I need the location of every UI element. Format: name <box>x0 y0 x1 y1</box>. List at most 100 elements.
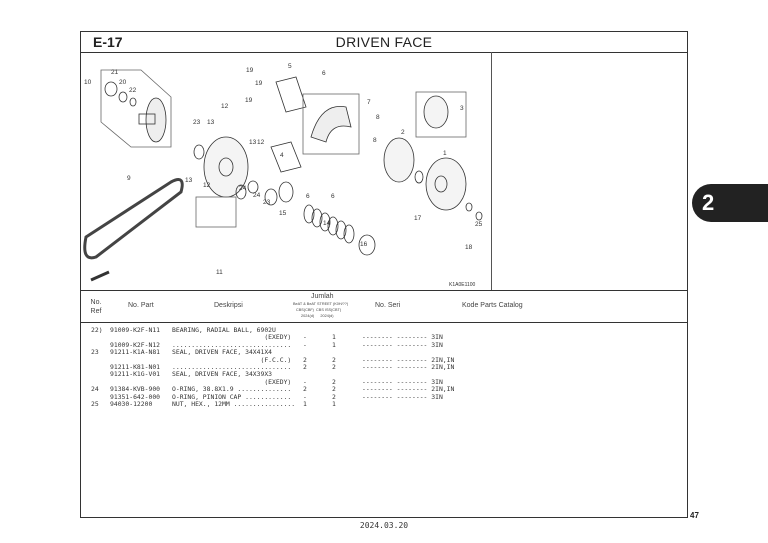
svg-text:18: 18 <box>465 244 473 251</box>
svg-text:24: 24 <box>253 192 261 199</box>
svg-text:8: 8 <box>373 137 377 144</box>
cell-serial: -------- -------- 3IN <box>362 340 443 349</box>
cell-serial: -------- -------- 3IN <box>362 333 443 342</box>
table-header: No. Ref No. Part Deskripsi Jumlah BeAT &… <box>81 290 687 323</box>
svg-text:8: 8 <box>376 114 380 121</box>
cell-q1: 1 <box>303 399 307 408</box>
svg-text:7: 7 <box>367 99 371 106</box>
svg-text:19: 19 <box>245 97 253 104</box>
svg-text:3: 3 <box>460 105 464 112</box>
col-ref: No. Ref <box>90 299 102 315</box>
svg-text:11: 11 <box>216 269 223 276</box>
cell-serial: -------- -------- 2IN,IN <box>362 355 455 364</box>
cell-q1: 2 <box>303 385 307 394</box>
cell-ref: 25 <box>91 399 99 408</box>
cell-desc: SEAL, DRIVEN FACE, 34X39X3 <box>172 370 273 379</box>
callout-21: 21 <box>111 69 119 76</box>
cell-q2: 2 <box>332 377 336 386</box>
cell-q2: 2 <box>332 385 336 394</box>
page-header: E-17 DRIVEN FACE <box>81 32 687 53</box>
col-catalog: Kode Parts Catalog <box>462 302 523 309</box>
col-qty-sub2: CBS(CBF) CBS ISS(CBT) <box>296 308 342 312</box>
cell-serial: -------- -------- 2IN,IN <box>362 385 455 394</box>
cell-desc: SEAL, DRIVEN FACE, 34X41X4 <box>172 348 273 357</box>
svg-text:15: 15 <box>279 210 287 217</box>
svg-text:12: 12 <box>221 103 229 110</box>
col-desc: Deskripsi <box>214 302 243 309</box>
page-title: DRIVEN FACE <box>335 34 433 50</box>
cell-q2: 1 <box>332 399 336 408</box>
page-number: 47 <box>690 511 699 520</box>
svg-text:2: 2 <box>401 129 405 136</box>
col-serial: No. Seri <box>375 302 401 309</box>
svg-text:13: 13 <box>185 177 193 184</box>
cell-q2: 2 <box>332 355 336 364</box>
cell-part: 91009-K2F-N11 <box>110 326 161 334</box>
svg-text:4: 4 <box>280 152 284 159</box>
svg-text:25: 25 <box>475 221 483 228</box>
cell-desc: O-RING, 38.8X1.9 .............. <box>172 385 292 394</box>
svg-text:9: 9 <box>127 175 131 182</box>
col-qty: Jumlah <box>311 293 334 300</box>
cell-q1: 2 <box>303 362 307 371</box>
svg-text:6: 6 <box>306 193 310 200</box>
cell-desc: ............................... <box>172 362 292 371</box>
cell-desc: BEARING, RADIAL BALL, 6902U <box>172 326 276 334</box>
cell-q2: 2 <box>332 392 336 401</box>
col-qty-sub1: BeAT & BeAT STREET (K0H/??) <box>293 302 349 306</box>
cell-part: 91009-K2F-N12 <box>110 340 161 349</box>
cell-q2: 2 <box>332 362 336 371</box>
col-part: No. Part <box>128 302 154 309</box>
svg-text:23: 23 <box>263 199 271 206</box>
svg-text:22: 22 <box>129 87 137 94</box>
cell-q2: 1 <box>332 333 336 342</box>
cell-q1: - <box>303 333 307 342</box>
cell-serial: -------- -------- 3IN <box>362 377 443 386</box>
svg-text:23: 23 <box>193 119 201 126</box>
svg-text:14: 14 <box>323 220 331 227</box>
image-code: K1A0E1100 <box>449 282 476 288</box>
cell-desc: (EXEDY) <box>172 333 292 342</box>
cell-ref: 23 <box>91 348 99 357</box>
cell-q2: 1 <box>332 340 336 349</box>
cell-part: 91351-642-000 <box>110 392 161 401</box>
section-tab: 2 <box>692 184 768 222</box>
svg-text:6: 6 <box>331 193 335 200</box>
svg-text:6: 6 <box>322 70 326 77</box>
cell-part: 91211-K81-N01 <box>110 362 161 371</box>
cell-desc: O-RING, PINION CAP ............ <box>172 392 292 401</box>
svg-text:1: 1 <box>443 150 447 157</box>
cell-q1: - <box>303 340 307 349</box>
print-date: 2024.03.20 <box>359 521 409 530</box>
cell-serial: -------- -------- 3IN <box>362 392 443 401</box>
svg-text:16: 16 <box>360 241 368 248</box>
section-code: E-17 <box>93 34 123 50</box>
cell-part: 91211-K1A-N81 <box>110 348 161 357</box>
cell-ref: 22) <box>91 326 103 334</box>
svg-text:19: 19 <box>255 80 263 87</box>
svg-text:17: 17 <box>414 215 422 222</box>
svg-text:24: 24 <box>239 185 247 192</box>
divider <box>491 52 492 290</box>
cell-part: 94030-12200 <box>110 399 153 408</box>
col-qty-sub3: 2024(d) 2024(d) <box>301 314 334 318</box>
cell-ref: 24 <box>91 385 99 394</box>
svg-text:10: 10 <box>84 79 92 86</box>
cell-q1: - <box>303 377 307 386</box>
svg-text:13: 13 <box>207 119 215 126</box>
svg-text:12: 12 <box>203 182 211 189</box>
cell-desc: ............................... <box>172 340 292 349</box>
cell-q1: - <box>303 392 307 401</box>
cell-part: 91211-K1G-V01 <box>110 370 161 379</box>
svg-text:12: 12 <box>257 139 265 146</box>
svg-text:5: 5 <box>288 63 292 70</box>
parts-page-frame: E-17 DRIVEN FACE <box>80 31 688 518</box>
cell-serial: -------- -------- 2IN,IN <box>362 362 455 371</box>
cell-q1: 2 <box>303 355 307 364</box>
cell-desc: (EXEDY) <box>172 377 292 386</box>
svg-text:19: 19 <box>246 67 254 74</box>
svg-text:13: 13 <box>249 139 257 146</box>
svg-text:20: 20 <box>119 79 127 86</box>
cell-desc: (F.C.C.) <box>172 355 292 364</box>
